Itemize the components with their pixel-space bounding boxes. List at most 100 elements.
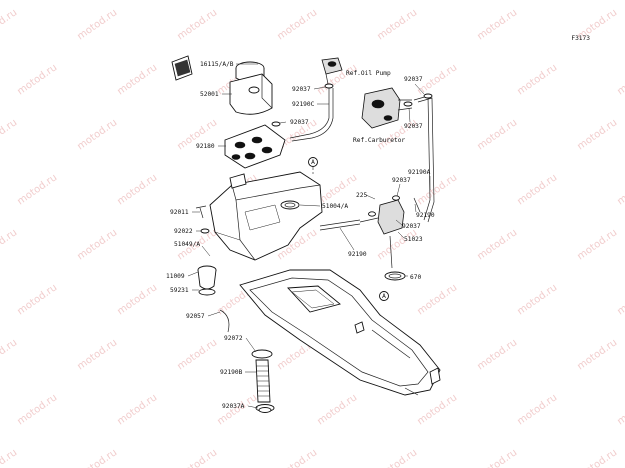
watermark-text: motod.ru: [475, 337, 519, 372]
part-label-92037-tank: 92037: [290, 119, 309, 126]
leader-line-51049: [201, 245, 211, 257]
leader-line-92037a: [247, 405, 259, 409]
clamp-92037A: [258, 407, 272, 413]
part-label-92037-pump: 92037: [292, 86, 311, 93]
leader-line-92037-tank: [279, 121, 287, 124]
watermark-text: motod.ru: [0, 227, 19, 262]
part-label-92057: 92057: [186, 313, 205, 320]
watermark-text: motod.ru: [115, 62, 159, 97]
hose-92190-right: [413, 197, 421, 213]
watermark-text: motod.ru: [615, 282, 625, 317]
watermark-text: motod.ru: [515, 282, 559, 317]
watermark-text: motod.ru: [0, 7, 19, 42]
leader-line-92037-valve-bottom: [395, 219, 403, 226]
watermark-text: motod.ru: [115, 282, 159, 317]
watermark-text: motod.ru: [615, 62, 625, 97]
watermark-text: motod.ru: [575, 227, 619, 262]
part-label-92022: 92022: [174, 228, 193, 235]
watermark-text: motod.ru: [115, 172, 159, 207]
watermark-text: motod.ru: [175, 337, 219, 372]
clamp-92037-right: [423, 93, 433, 99]
watermark-text: motod.ru: [15, 282, 59, 317]
watermark-text: motod.ru: [375, 227, 419, 262]
watermark-text: motod.ru: [475, 227, 519, 262]
watermark-text: motod.ru: [75, 337, 119, 372]
fuel-tank-part: [209, 171, 323, 261]
watermark-text: motod.ru: [0, 337, 19, 372]
gasket-icon: [171, 55, 193, 81]
part-labels: 16115/A/B5200192180920119202251049/A1100…: [166, 61, 435, 410]
watermark-text: motod.ru: [0, 117, 19, 152]
part-label-92190b: 92190B: [220, 369, 243, 376]
watermark-text: motod.ru: [75, 117, 119, 152]
part-label-11009: 11009: [166, 273, 185, 280]
carburetor-part: [361, 87, 413, 129]
watermark-text: motod.ru: [15, 172, 59, 207]
watermark-text: motod.ru: [575, 117, 619, 152]
watermark-text: motod.ru: [75, 447, 119, 468]
watermark-text: motod.ru: [415, 282, 459, 317]
svg-text:A: A: [382, 293, 386, 300]
carburetor-reference: Ref.Carburetor: [353, 137, 405, 144]
watermark-text: motod.ru: [175, 447, 219, 468]
leader-line-92037-carb-right: [408, 107, 411, 123]
part-label-670: 670: [410, 274, 421, 281]
leader-line-11009: [187, 271, 199, 277]
watermark-text: motod.ru: [15, 62, 59, 97]
bellows-hose-part: [251, 349, 275, 412]
clamp-92037-pump: [324, 83, 334, 89]
part-label-92037-carb-right: 92037: [404, 123, 423, 130]
fuel-valve-part: [359, 195, 405, 269]
watermark-text: motod.ru: [475, 117, 519, 152]
watermark-text: motod.ru: [375, 447, 419, 468]
watermark-text: motod.ru: [0, 447, 19, 468]
watermark-text: motod.ru: [415, 392, 459, 427]
reservoir-part: [229, 73, 273, 115]
hose-92190-left: [319, 219, 361, 231]
oil-pump-reference: Ref.Oil Pump: [346, 70, 391, 77]
washer-92022: [200, 228, 210, 234]
watermark-text: motod.ru: [615, 392, 625, 427]
watermark-text: motod.ru: [575, 337, 619, 372]
svg-text:A: A: [311, 159, 315, 166]
filter-part: [197, 265, 217, 296]
watermark-text: motod.ru: [375, 7, 419, 42]
o-ring-part: [384, 271, 406, 281]
watermark-text: motod.ru: [175, 7, 219, 42]
leader-line-92190-right: [414, 203, 417, 213]
figure-code: F3173: [571, 35, 590, 42]
watermark-text: motod.ru: [575, 447, 619, 468]
part-label-52001: 52001: [200, 91, 219, 98]
leader-line-92037-pump: [313, 86, 326, 90]
hull-part: [239, 269, 441, 396]
clamp-92037-carb: [403, 101, 413, 107]
screen-part: [224, 124, 286, 169]
leader-line-225: [365, 194, 376, 200]
leader-line-51004: [299, 204, 321, 207]
hose-92190A: [413, 95, 435, 223]
part-label-225: 225: [356, 192, 367, 199]
connector-marker-a-bottom: A: [379, 291, 389, 301]
watermark-text: motod.ru: [75, 227, 119, 262]
watermark-text: motod.ru: [115, 392, 159, 427]
part-label-16115: 16115/A/B: [200, 61, 234, 68]
part-label-59231: 59231: [170, 287, 189, 294]
leader-line-92037-carb-top: [414, 83, 425, 95]
bolt-92011: [195, 205, 207, 219]
part-label-92190-left: 92190: [348, 251, 367, 258]
part-label-51023: 51023: [404, 236, 423, 243]
oil-pump-fitting: [321, 57, 343, 85]
watermark-text: motod.ru: [515, 392, 559, 427]
part-label-92037-valve-bottom: 92037: [402, 223, 421, 230]
watermark-layer: motod.ru motod.ru motod.ru motod.ru motod.ru…: [0, 7, 625, 468]
part-label-92037-valve-top: 92037: [392, 177, 411, 184]
watermark-text: motod.ru: [315, 392, 359, 427]
part-label-92072: 92072: [224, 335, 243, 342]
leader-line-92072: [245, 337, 257, 353]
connector-marker-a-top: A: [308, 157, 318, 174]
watermark-text: motod.ru: [415, 172, 459, 207]
part-label-92037-carb-top: 92037: [404, 76, 423, 83]
clip-92057: [219, 309, 230, 333]
part-label-51004: 51004/A: [322, 203, 348, 210]
